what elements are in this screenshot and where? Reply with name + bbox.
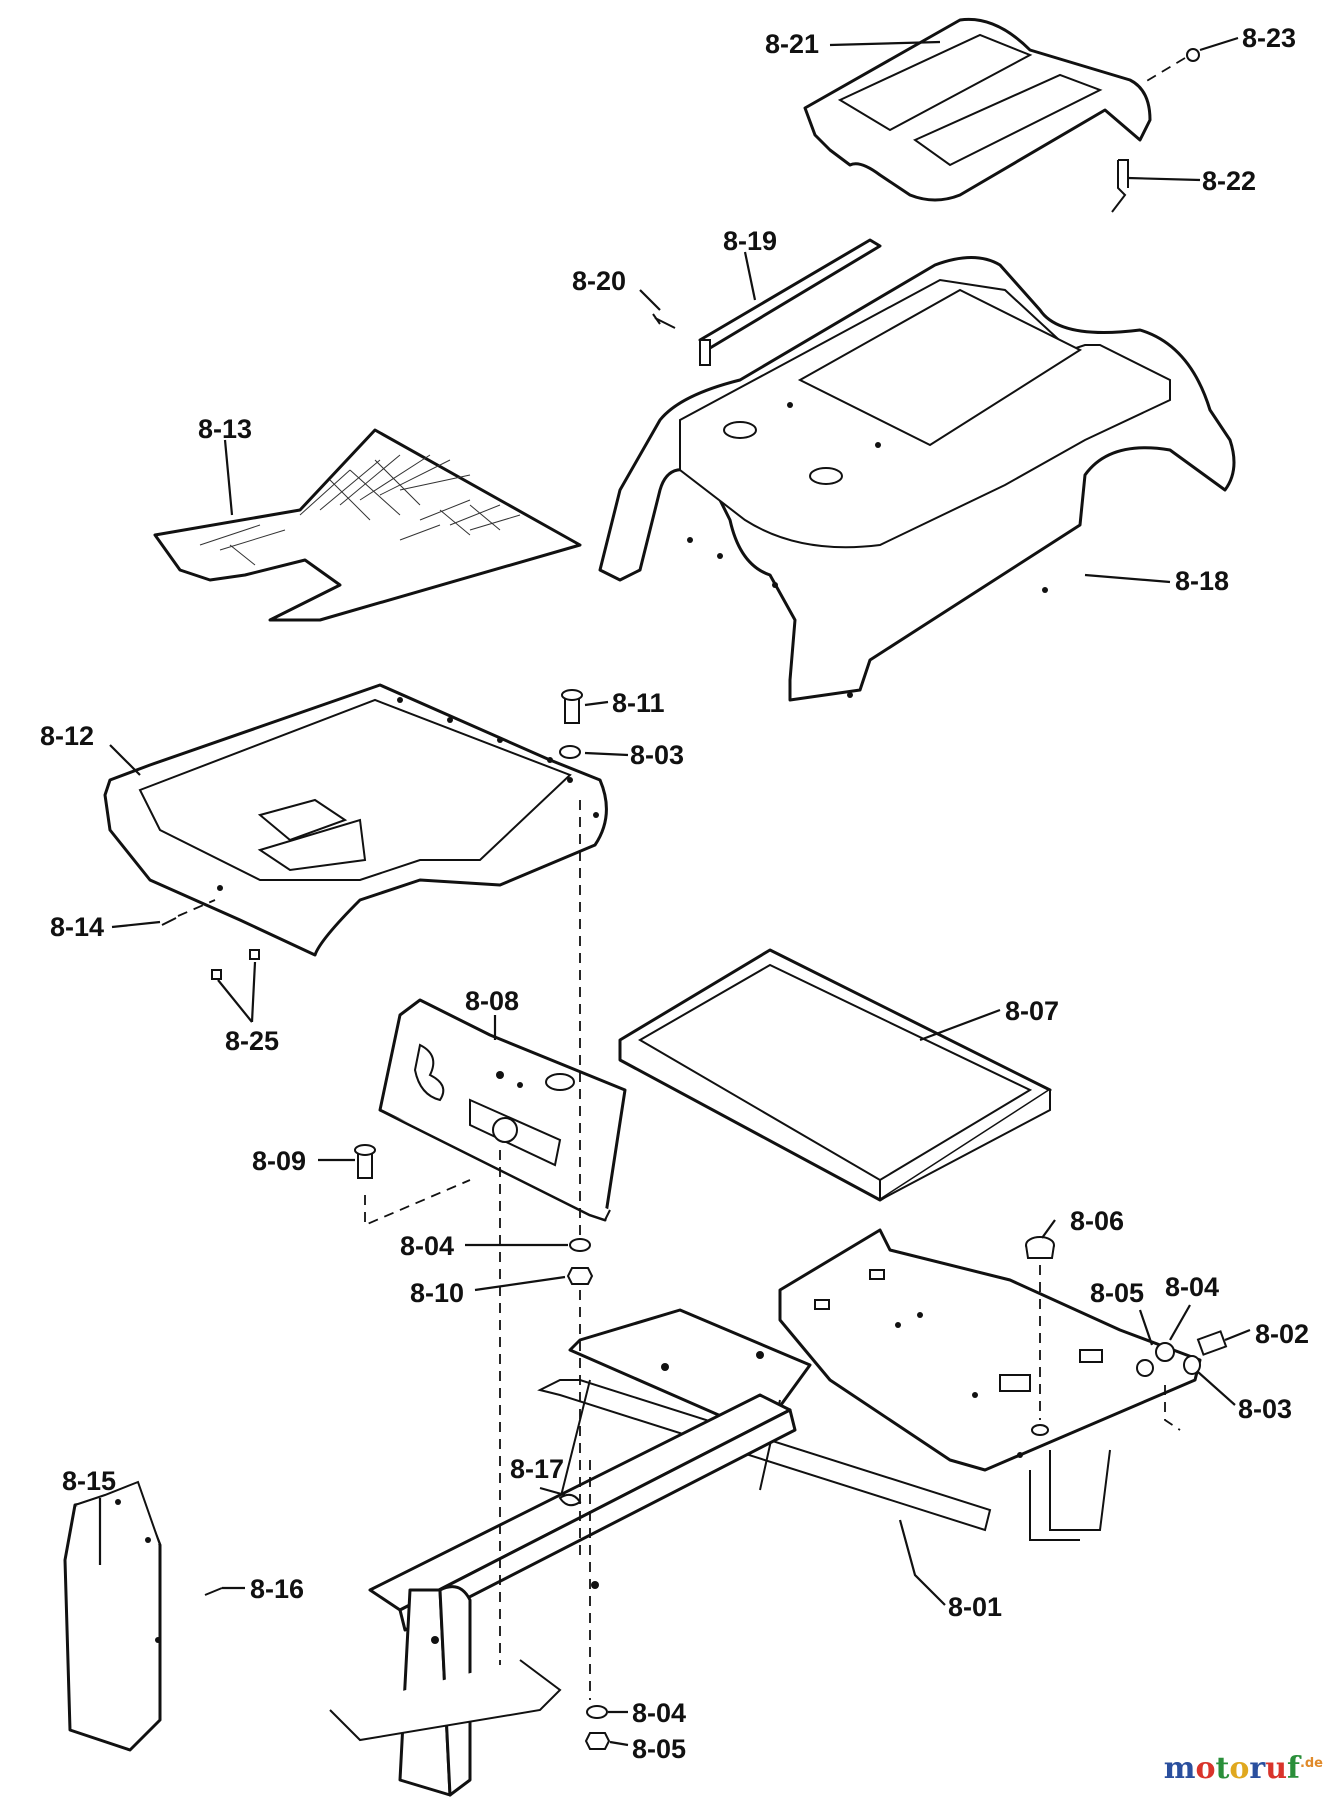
label-8-08: 8-08: [465, 986, 519, 1016]
part-strip-8-19: [698, 238, 882, 366]
label-8-05-bottom: 8-05: [632, 1734, 686, 1764]
label-8-03-top: 8-03: [630, 740, 684, 770]
part-screw-8-14: [161, 917, 177, 926]
label-8-23: 8-23: [1242, 23, 1296, 53]
part-shield-8-15: [63, 1480, 162, 1752]
label-8-19: 8-19: [723, 226, 777, 256]
watermark-letter: o: [1229, 1751, 1250, 1786]
watermark-letter: r: [1249, 1751, 1266, 1786]
part-floor-mat-8-13: [153, 428, 582, 622]
label-8-01: 8-01: [948, 1592, 1002, 1622]
label-8-10: 8-10: [410, 1278, 464, 1308]
part-bolt-8-11: [561, 689, 583, 724]
part-washer-8-03-top: [559, 745, 581, 759]
label-8-09: 8-09: [252, 1146, 306, 1176]
label-8-18: 8-18: [1175, 566, 1229, 596]
part-seat-top-cover: [803, 17, 1152, 202]
part-rear-body-8-18: [598, 256, 1236, 702]
label-8-22: 8-22: [1202, 166, 1256, 196]
label-8-14: 8-14: [50, 912, 104, 942]
label-8-12: 8-12: [40, 721, 94, 751]
label-8-07: 8-07: [1005, 996, 1059, 1026]
label-8-20: 8-20: [572, 266, 626, 296]
watermark-letter: t: [1215, 1751, 1230, 1786]
watermark-letter: o: [1195, 1751, 1216, 1786]
label-8-11: 8-11: [612, 688, 665, 718]
label-8-25: 8-25: [225, 1026, 279, 1056]
part-nut-8-10: [566, 1267, 594, 1285]
part-tray-8-07: [618, 948, 1052, 1202]
label-8-06: 8-06: [1070, 1206, 1124, 1236]
label-8-13: 8-13: [198, 414, 252, 444]
label-8-05-right: 8-05: [1090, 1278, 1144, 1308]
part-screw-8-23: [1186, 48, 1200, 62]
label-8-04-bottom: 8-04: [632, 1698, 686, 1728]
label-8-02: 8-02: [1255, 1319, 1309, 1349]
part-control-panel-8-08: [378, 998, 627, 1222]
part-hardware-right: [1136, 1330, 1228, 1377]
part-clip-8-22: [1111, 159, 1129, 213]
watermark-letter: f: [1287, 1751, 1300, 1786]
part-frame-8-01: [329, 1228, 1202, 1797]
part-seat-pan-8-12: [103, 683, 608, 957]
label-8-21: 8-21: [765, 29, 819, 59]
part-screw-8-20: [652, 313, 676, 329]
label-8-15: 8-15: [62, 1466, 116, 1496]
label-8-04-right: 8-04: [1165, 1272, 1219, 1302]
part-washer-8-04-bottom: [586, 1705, 608, 1719]
part-grommet-8-06: [1025, 1236, 1055, 1259]
part-screw-8-16: [204, 1587, 223, 1596]
part-nut-8-05-bottom: [584, 1732, 611, 1750]
part-clips-8-25: [211, 949, 260, 980]
watermark-logo: motoruf.de: [1163, 1751, 1323, 1786]
label-8-16: 8-16: [250, 1574, 304, 1604]
part-washer-8-04-mid: [569, 1238, 591, 1252]
label-8-17: 8-17: [510, 1454, 564, 1484]
label-8-04-mid: 8-04: [400, 1231, 454, 1261]
label-8-03-right: 8-03: [1238, 1394, 1292, 1424]
watermark-letter: m: [1163, 1751, 1196, 1786]
part-bolt-8-09: [354, 1144, 376, 1179]
watermark-letter: u: [1265, 1751, 1288, 1786]
